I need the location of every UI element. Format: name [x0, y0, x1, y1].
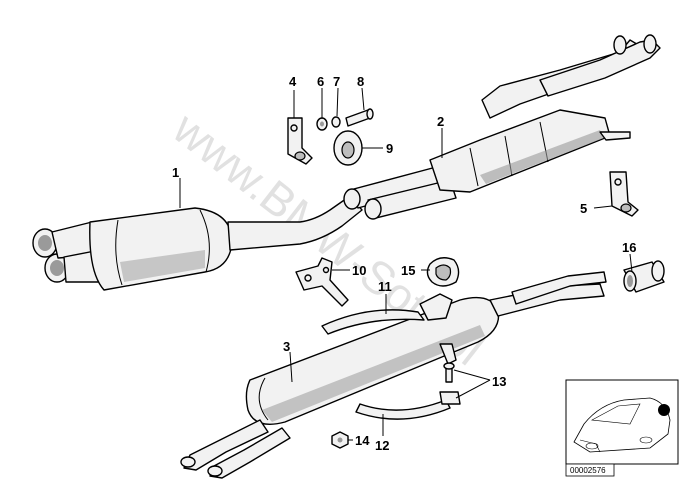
- part-9-rubber-mount[interactable]: [333, 130, 363, 166]
- callout-9: 9: [386, 141, 393, 156]
- callout-6: 6: [317, 74, 324, 89]
- part-11-clamp[interactable]: [321, 293, 457, 365]
- callout-8: 8: [357, 74, 364, 89]
- callout-15: 15: [401, 263, 415, 278]
- callout-1: 1: [172, 165, 179, 180]
- part-13-bolt[interactable]: [443, 362, 455, 383]
- callout-5: 5: [580, 201, 587, 216]
- callout-4: 4: [289, 74, 297, 89]
- callout-13: 13: [492, 374, 506, 389]
- vehicle-silhouette: [573, 397, 671, 453]
- part-2-center-silencer[interactable]: [343, 34, 661, 220]
- callout-3: 3: [283, 339, 290, 354]
- callout-11: 11: [378, 279, 392, 294]
- part-15-rubber-ring[interactable]: [426, 257, 460, 287]
- part-8-bolt[interactable]: [345, 108, 374, 127]
- part-14-nut[interactable]: [331, 431, 349, 449]
- vehicle-inset: 00002576: [565, 379, 679, 477]
- callout-14: 14: [355, 433, 370, 448]
- part-4-hanger-bracket[interactable]: [287, 117, 313, 165]
- part-1-catalytic-converter[interactable]: [32, 195, 363, 291]
- callout-10: 10: [352, 263, 366, 278]
- part-7-washer[interactable]: [331, 116, 341, 128]
- part-3-rear-silencer[interactable]: [180, 271, 607, 479]
- part-10-hanger-bracket[interactable]: [295, 257, 349, 307]
- part-5-hanger-bracket[interactable]: [609, 171, 639, 217]
- leader-lines: [179, 87, 633, 441]
- callout-16: 16: [622, 240, 636, 255]
- inset-code: 00002576: [570, 466, 606, 475]
- callouts: 1 2 3 4 5 6 7 8 9 10 11 12 13 14 15 16: [172, 74, 636, 453]
- callout-7: 7: [333, 74, 340, 89]
- part-6-washer[interactable]: [316, 117, 328, 131]
- location-marker-icon: [658, 404, 670, 416]
- part-12-lower-clamp[interactable]: [355, 391, 461, 420]
- callout-2: 2: [437, 114, 444, 129]
- callout-12: 12: [375, 438, 389, 453]
- part-16-tailpipe-trim[interactable]: [623, 260, 665, 293]
